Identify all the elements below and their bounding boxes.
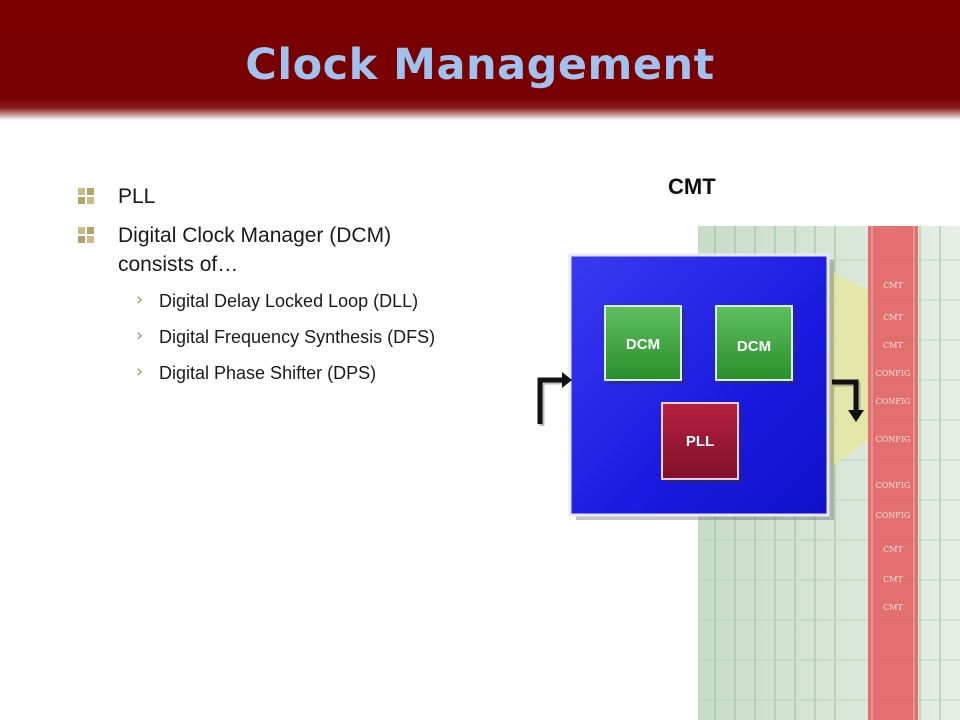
sub-bullet-item: › Digital Phase Shifter (DPS) [76, 361, 459, 385]
pll-block [661, 402, 739, 480]
sub-bullet-text: Digital Delay Locked Loop (DLL) [159, 291, 419, 311]
bullet-text: Digital Clock Manager (DCM) consists of… [118, 224, 392, 276]
square-bullet-icon [78, 227, 94, 243]
sub-bullet-text: Digital Phase Shifter (DPS) [159, 363, 377, 383]
column-label: CMT [883, 575, 903, 584]
chevron-right-icon: › [136, 325, 144, 346]
column-label: CONFIG [876, 369, 911, 378]
dcm-block-right [715, 305, 793, 381]
dcm-label-left: DCM [626, 336, 660, 353]
cmt-column-highlight: CMT CMT CMT CONFIG CONFIG CONFIG CONFIG … [868, 226, 918, 720]
column-label: CMT [883, 281, 903, 290]
bullet-list: PLL Digital Clock Manager (DCM) consists… [76, 182, 476, 397]
chevron-right-icon: › [136, 289, 144, 310]
title-bar [0, 0, 960, 120]
cmt-diagram: CMT CMT CMT CONFIG CONFIG CONFIG CONFIG … [537, 226, 960, 720]
sub-bullet-text: Digital Frequency Synthesis (DFS) [159, 327, 436, 347]
column-label: CONFIG [876, 397, 911, 406]
column-label: CMT [883, 545, 903, 554]
chevron-right-icon: › [136, 361, 144, 382]
zoom-funnel [828, 270, 868, 470]
sub-bullet-item: › Digital Delay Locked Loop (DLL) [76, 289, 449, 313]
square-bullet-icon [78, 188, 94, 204]
column-label: CONFIG [876, 435, 911, 444]
column-label: CMT [883, 603, 903, 612]
slide-title: Clock Management [245, 40, 715, 90]
cmt-label: CMT [668, 174, 716, 199]
bullet-item: PLL [76, 182, 476, 211]
input-arrow-icon [537, 372, 572, 426]
column-label: CMT [883, 313, 903, 322]
sub-bullet-item: › Digital Frequency Synthesis (DFS) [76, 325, 454, 349]
column-label: CONFIG [876, 481, 911, 490]
pll-label: PLL [686, 433, 714, 450]
output-arrow-icon [832, 379, 864, 422]
bullet-text: PLL [118, 185, 156, 208]
bullet-item: Digital Clock Manager (DCM) consists of… [76, 221, 448, 279]
dcm-label-right: DCM [737, 338, 771, 355]
column-label: CONFIG [876, 511, 911, 520]
column-label: CMT [883, 341, 903, 350]
dcm-block-left [604, 305, 682, 381]
